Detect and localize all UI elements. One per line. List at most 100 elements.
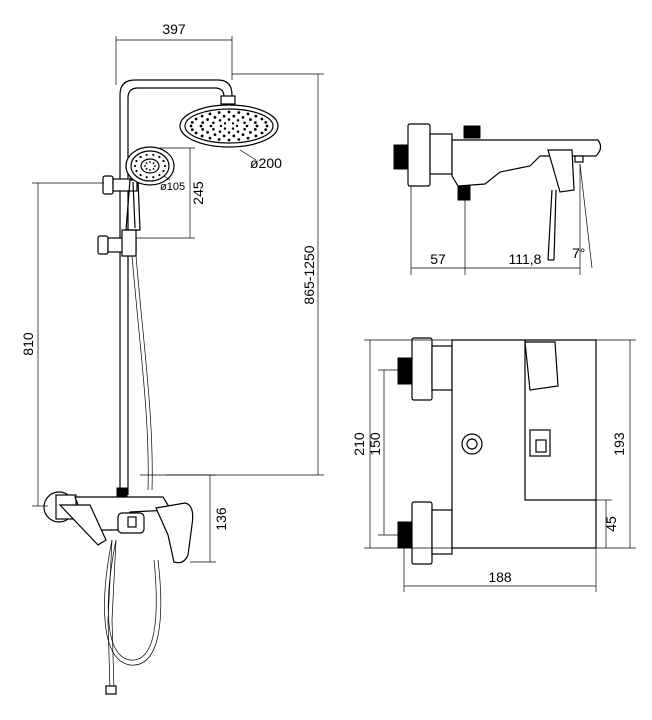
nozzle-dot [237,111,241,114]
nozzle-dot [139,155,142,159]
nozzle-dot [158,173,161,177]
dim-136-label: 136 [213,507,229,531]
nozzle-dot [145,176,148,179]
nozzle-dot [217,138,221,141]
nozzle-dot [243,121,246,125]
nozzle-dot [254,114,258,118]
nozzle-dot [253,121,257,124]
dim-188-label: 188 [488,569,512,585]
dim-193-label: 193 [611,432,627,456]
nozzle-dot [249,131,252,134]
shower-column-front-view: 397 ø200 ø105 245 865-1250 810 [20,21,324,695]
mixer-top-view: 210 150 193 45 188 [351,337,636,592]
nozzle-dot [241,115,245,119]
nozzle-dot [201,128,205,131]
dim-210-label: 210 [351,432,367,456]
nozzle-dot [227,110,231,114]
mixer-side-view: 57 111,8 7° [393,123,602,275]
nozzle-dot [133,164,137,168]
nozzle-dot [243,127,246,131]
nozzle-dot [135,159,138,163]
nozzle-dot [200,134,204,138]
nozzle-dot [209,124,213,128]
nozzle-dot [154,165,156,167]
nozzle-dot [254,134,258,138]
nozzle-dot [227,131,231,134]
nozzle-dot [223,127,227,130]
nozzle-dot [194,117,198,121]
nozzle-dot [149,169,151,171]
nozzle-dot [253,128,257,131]
nozzle-dot [236,130,240,133]
nozzle-dot [231,127,235,130]
dim-hand-shower-diameter: ø105 [160,181,185,193]
nozzle-dot [206,118,209,121]
nozzle-dot [208,112,212,116]
dim-397-label: 397 [162,21,186,37]
nozzle-dot [219,124,223,128]
nozzle-dot [152,162,155,165]
dim-rain-head-diameter: ø200 [250,155,282,171]
nozzle-dot [255,124,259,128]
nozzle-dot [246,136,250,140]
nozzle-dot [264,120,268,124]
nozzle-dot [163,164,167,168]
dim-865-1250-label: 865-1250 [301,245,317,304]
nozzle-dot [212,121,215,125]
nozzle-dot [213,115,217,119]
dim-111-8-label: 111,8 [509,251,542,267]
dim-865-1250: 865-1250 [140,73,324,476]
nozzle-dot [245,124,249,128]
nozzle-dot [206,131,209,134]
dim-angle-label: 7° [572,245,585,261]
nozzle-dot [201,121,205,124]
nozzle-dot [264,128,268,132]
nozzle-dot [208,136,212,140]
nozzle-dot [190,120,194,124]
nozzle-dot [149,161,151,163]
nozzle-dot [235,124,239,128]
nozzle-dot [145,153,148,156]
mixer-front [43,487,194,564]
nozzle-dot [217,111,221,114]
nozzle-dot [190,128,194,132]
nozzle-dot [237,138,241,141]
dim-245-label: 245 [190,181,206,205]
nozzle-dot [152,153,155,156]
nozzle-dot [152,176,155,179]
hand-shower-head [125,146,175,186]
nozzle-dot [145,162,148,165]
nozzle-dot [158,155,161,159]
nozzle-dot [212,127,215,131]
nozzle-dot [223,122,227,125]
dim-397: 397 [115,21,233,85]
rain-shower-head [179,104,279,148]
dim-57-label: 57 [430,251,446,267]
dim-150-label: 150 [367,432,383,456]
nozzle-dot [145,167,148,170]
dim-810: 810 [20,182,104,507]
nozzle-dot [135,169,138,173]
nozzle-dot [152,167,155,170]
nozzle-dot [231,122,235,125]
nozzle-dot [236,119,240,122]
nozzle-dot [162,159,165,163]
nozzle-dot [246,112,250,116]
nozzle-dot [200,114,204,118]
dim-810-label: 810 [20,332,36,356]
nozzle-dot [194,131,198,135]
nozzle-dot [218,130,222,133]
nozzle-dot [213,133,217,137]
dim-136: 136 [166,474,229,563]
dim-45-label: 45 [603,516,619,532]
nozzle-dot [189,124,193,128]
nozzle-dot [265,124,269,128]
nozzle-dot [218,119,222,122]
nozzle-dot [199,124,203,128]
nozzle-dot [144,165,146,167]
nozzle-dot [227,118,231,121]
nozzle-dot [232,134,236,138]
dim-245: 245 [136,147,206,239]
